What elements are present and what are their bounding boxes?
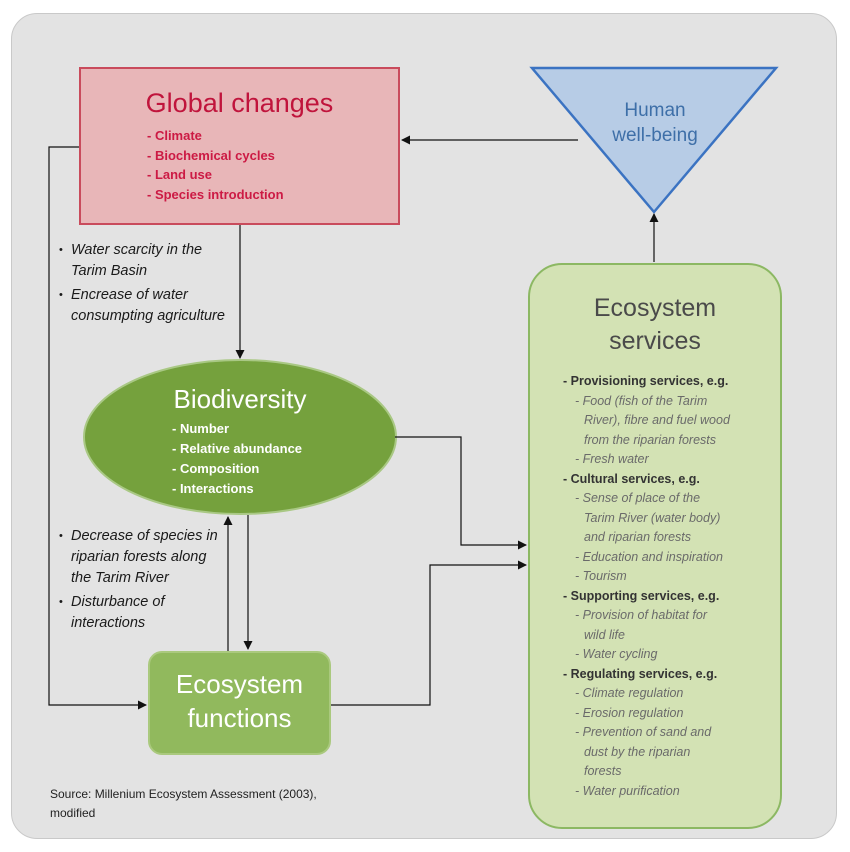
- ecosystem-functions-title: Ecosystem functions: [148, 667, 331, 735]
- services-item: forests: [584, 764, 622, 778]
- services-item: and riparian forests: [584, 530, 692, 544]
- biodiversity-item: - Composition: [172, 461, 260, 476]
- biodiversity-item: - Relative abundance: [172, 441, 303, 456]
- services-item: Tarim River (water body): [584, 510, 721, 525]
- ecosystem-services-line2: services: [609, 327, 701, 355]
- services-item: - Sense of place of the: [575, 491, 701, 505]
- services-item: wild life: [584, 627, 625, 642]
- services-group-heading: - Regulating services, e.g.: [563, 666, 718, 681]
- biodiversity-item: - Interactions: [172, 481, 254, 496]
- services-item: - Provision of habitat for: [575, 608, 708, 622]
- ecosystem-services-box: [528, 263, 782, 829]
- global-changes-list: - Climate - Biochemical cycles - Land us…: [147, 126, 284, 204]
- ecosystem-functions-box: [148, 651, 331, 755]
- ecosystem-services-title: Ecosystem services: [528, 292, 782, 358]
- human-wellbeing-line2: well-being: [612, 125, 698, 146]
- services-item: - Fresh water: [575, 452, 649, 466]
- notes-bottom: Decrease of species in riparian forests …: [59, 526, 224, 637]
- services-item: River), fibre and fuel wood: [584, 413, 730, 427]
- note-item: Water scarcity in the Tarim Basin: [59, 240, 234, 282]
- global-changes-box: [79, 67, 400, 225]
- services-group-items: - Climate regulation - Erosion regulatio…: [563, 684, 775, 801]
- ecosystem-functions-line2: functions: [187, 703, 292, 733]
- biodiversity-item: - Number: [172, 421, 230, 436]
- global-changes-item: - Land use: [147, 167, 213, 182]
- global-changes-item: - Climate: [147, 128, 202, 143]
- biodiversity-list: - Number - Relative abundance - Composit…: [172, 419, 302, 499]
- services-item: - Education and inspiration: [575, 549, 724, 564]
- arrow-global-to-functions: [48, 146, 147, 710]
- services-item: - Tourism: [575, 569, 627, 583]
- arrow-biodiversity-to-services: [395, 436, 527, 550]
- human-wellbeing-line1: Human: [624, 100, 686, 121]
- services-group-supporting: - Supporting services, e.g. - Provision …: [563, 587, 775, 665]
- services-item: - Food (fish of the Tarim: [575, 393, 708, 408]
- services-group-heading: - Cultural services, e.g.: [563, 471, 700, 486]
- source-line1: Source: Millenium Ecosystem Assessment (…: [50, 787, 317, 801]
- services-item: dust by the riparian: [584, 744, 691, 759]
- ecosystem-functions-line1: Ecosystem: [175, 669, 304, 699]
- arrow-functions-to-services: [331, 560, 527, 706]
- services-item: from the riparian forests: [584, 432, 716, 447]
- source-caption: Source: Millenium Ecosystem Assessment (…: [50, 785, 410, 823]
- services-group-provisioning: - Provisioning services, e.g. - Food (fi…: [563, 372, 775, 470]
- global-changes-item: - Biochemical cycles: [147, 147, 275, 163]
- services-item: - Prevention of sand and: [575, 725, 712, 739]
- note-item: Encrease of water consumpting agricultur…: [59, 285, 234, 327]
- services-item: - Water purification: [575, 783, 680, 798]
- services-item: - Climate regulation: [575, 686, 684, 700]
- global-changes-item: - Species introduction: [147, 186, 284, 202]
- ecosystem-services-line1: Ecosystem: [593, 294, 717, 322]
- notes-top: Water scarcity in the Tarim Basin Encrea…: [59, 240, 234, 330]
- ecosystem-services-list: - Provisioning services, e.g. - Food (fi…: [563, 372, 775, 801]
- services-group-heading: - Supporting services, e.g.: [563, 588, 720, 603]
- note-item: Decrease of species in riparian forests …: [59, 526, 224, 589]
- source-line2: modified: [50, 806, 96, 820]
- services-item: - Erosion regulation: [575, 705, 684, 720]
- human-wellbeing-triangle: [529, 66, 779, 214]
- note-item: Disturbance of interactions: [59, 592, 224, 634]
- human-wellbeing-title: Human well-being: [560, 98, 750, 148]
- services-group-items: - Sense of place of the Tarim River (wat…: [563, 489, 775, 587]
- services-group-items: - Food (fish of the Tarim River), fibre …: [563, 392, 775, 470]
- biodiversity-title: Biodiversity: [173, 384, 307, 414]
- services-group-items: - Provision of habitat for wild life - W…: [563, 606, 775, 665]
- services-group-regulating: - Regulating services, e.g. - Climate re…: [563, 665, 775, 802]
- services-group-cultural: - Cultural services, e.g. - Sense of pla…: [563, 470, 775, 587]
- services-group-heading: - Provisioning services, e.g.: [563, 374, 729, 388]
- services-item: - Water cycling: [575, 647, 658, 661]
- global-changes-title: Global changes: [145, 88, 334, 118]
